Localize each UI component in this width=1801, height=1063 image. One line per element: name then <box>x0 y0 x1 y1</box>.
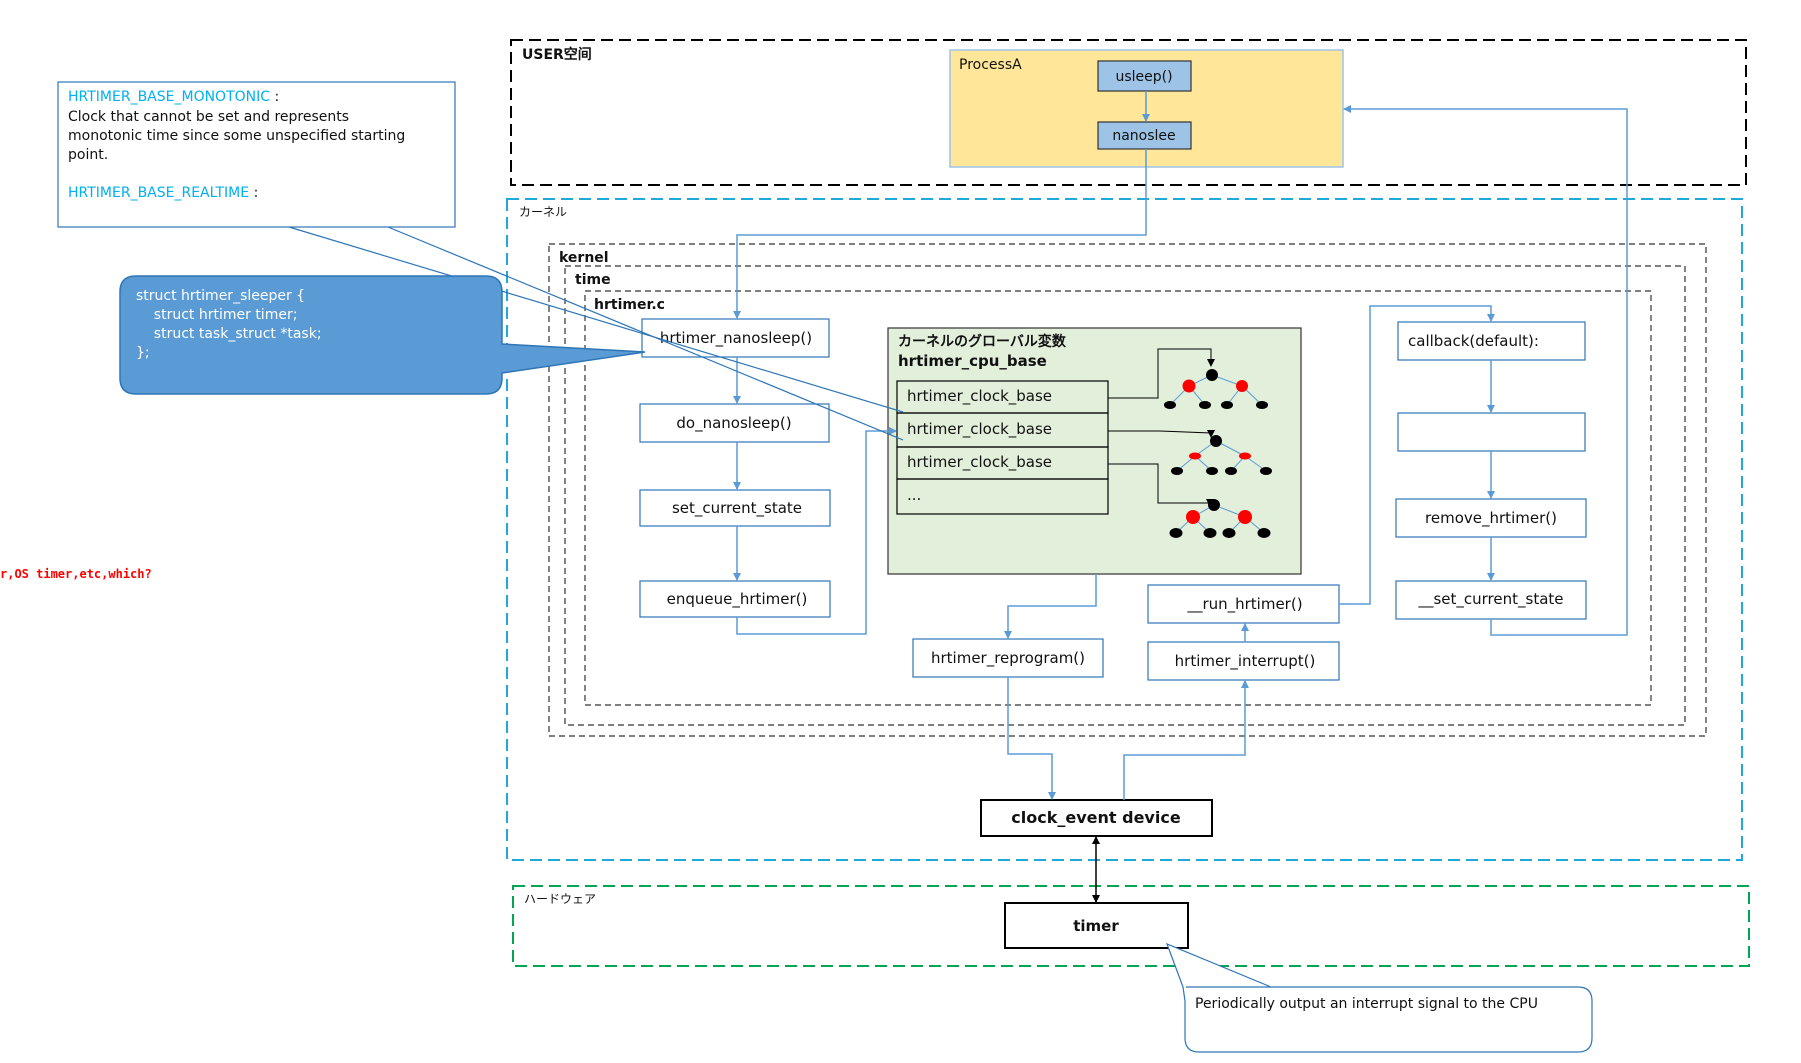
rb-tree-icon <box>1164 369 1268 409</box>
set-current-state2-label: __set_current_state <box>1417 590 1563 609</box>
arrow-clock-event-interrupt <box>1123 680 1249 800</box>
clock-base-row-label: hrtimer_clock_base <box>907 420 1052 439</box>
cpu-base-name: hrtimer_cpu_base <box>898 352 1047 370</box>
kernel-frame <box>548 243 1707 737</box>
hrtimer-nanosleep-box[interactable] <box>641 318 830 358</box>
kernel-space-frame <box>506 198 1743 861</box>
set-current-state2-box[interactable] <box>1395 580 1587 620</box>
arrow-enqueue-clock-base <box>736 427 897 635</box>
nanoslee-label: nanoslee <box>1112 128 1175 144</box>
realtime-colon: : <box>249 185 258 201</box>
clock-base-row-label: hrtimer_clock_base <box>907 387 1052 406</box>
red-note: r,OS timer,etc,which? <box>0 567 152 581</box>
run-hrtimer-label: __run_hrtimer() <box>1186 595 1302 614</box>
hrtimer-reprogram-box[interactable] <box>912 638 1104 678</box>
sleeper-line: struct hrtimer timer; <box>136 307 297 323</box>
hrtimer-c-label: hrtimer.c <box>594 297 665 313</box>
hardware-frame <box>512 885 1750 967</box>
remove-hrtimer-label: remove_hrtimer() <box>1425 509 1557 528</box>
sleeper-line: struct hrtimer_sleeper { <box>136 288 305 304</box>
hrtimer-reprogram-label: hrtimer_reprogram() <box>931 649 1085 668</box>
monotonic-connector <box>288 226 904 413</box>
kernel-space-label: カーネル <box>519 205 567 219</box>
do-nanosleep-box[interactable] <box>639 403 830 443</box>
arrow-run-callback <box>1339 305 1495 605</box>
clock-event-device-label: clock_event device <box>1011 808 1181 827</box>
arrow-cpu-base-reprogram <box>1004 574 1097 639</box>
realtime-connector <box>387 226 904 441</box>
monotonic-colon: : <box>270 89 279 105</box>
time-frame <box>564 265 1686 726</box>
monotonic-note <box>57 81 456 228</box>
rb-tree-icon <box>1171 435 1272 475</box>
process-a-label: ProcessA <box>959 57 1022 73</box>
realtime-title: HRTIMER_BASE_REALTIME <box>68 185 249 201</box>
hrtimer-interrupt-label: hrtimer_interrupt() <box>1175 652 1316 671</box>
kernel-label: kernel <box>559 250 609 266</box>
sleeper-line: }; <box>136 345 150 361</box>
hrtimer-interrupt-box[interactable] <box>1147 641 1340 681</box>
hardware-label: ハードウェア <box>524 892 596 906</box>
clock-base-row-label: hrtimer_clock_base <box>907 453 1052 472</box>
arrow-set-state2-process <box>1343 105 1628 636</box>
enqueue-hrtimer-box[interactable] <box>639 580 831 618</box>
clock-base-row-label: ... <box>907 486 921 504</box>
monotonic-line: point. <box>68 147 108 163</box>
monotonic-note-text: HRTIMER_BASE_MONOTONIC : <box>68 89 279 105</box>
tree-pointer <box>1108 430 1215 438</box>
realtime-note-text: HRTIMER_BASE_REALTIME : <box>68 185 258 201</box>
clock-base-row[interactable] <box>896 478 1109 515</box>
hrtimer-nanosleep-label: hrtimer_nanosleep() <box>660 329 812 348</box>
sleeper-callout <box>119 275 646 395</box>
rb-tree-icon <box>1169 499 1271 538</box>
monotonic-line: Clock that cannot be set and represents <box>68 109 349 125</box>
cpu-base-heading: カーネルのグローバル変数 <box>898 333 1067 350</box>
usleep-label: usleep() <box>1115 69 1172 85</box>
monotonic-line: monotonic time since some unspecified st… <box>68 128 405 144</box>
timer-box[interactable] <box>1004 902 1189 949</box>
arrow-nanoslee-hrtimer-nanosleep <box>733 149 1147 319</box>
nanoslee-box[interactable] <box>1097 121 1192 150</box>
tree-pointer <box>1108 348 1215 399</box>
enqueue-hrtimer-label: enqueue_hrtimer() <box>667 590 808 609</box>
user-space-frame <box>510 39 1747 186</box>
do-nanosleep-label: do_nanosleep() <box>676 414 791 433</box>
set-current-state-label: set_current_state <box>672 499 802 518</box>
empty-step-box[interactable] <box>1397 412 1586 452</box>
periodic-callout <box>1165 942 1593 1053</box>
usleep-box[interactable] <box>1097 60 1192 92</box>
callback-label: callback(default): <box>1408 332 1539 350</box>
monotonic-title: HRTIMER_BASE_MONOTONIC <box>68 89 270 105</box>
clock-event-device-box[interactable] <box>980 799 1213 837</box>
sleeper-line: struct task_struct *task; <box>136 326 322 342</box>
callback-box[interactable] <box>1397 321 1586 361</box>
hrtimer-c-frame <box>584 290 1652 706</box>
remove-hrtimer-box[interactable] <box>1395 498 1587 538</box>
timer-label: timer <box>1073 917 1119 935</box>
periodic-note: Periodically output an interrupt signal … <box>1195 996 1538 1012</box>
time-label: time <box>575 272 611 288</box>
user-space-label: USER空间 <box>522 46 592 63</box>
set-current-state-box[interactable] <box>639 489 831 527</box>
arrow-reprogram-clock-event <box>1007 677 1056 800</box>
